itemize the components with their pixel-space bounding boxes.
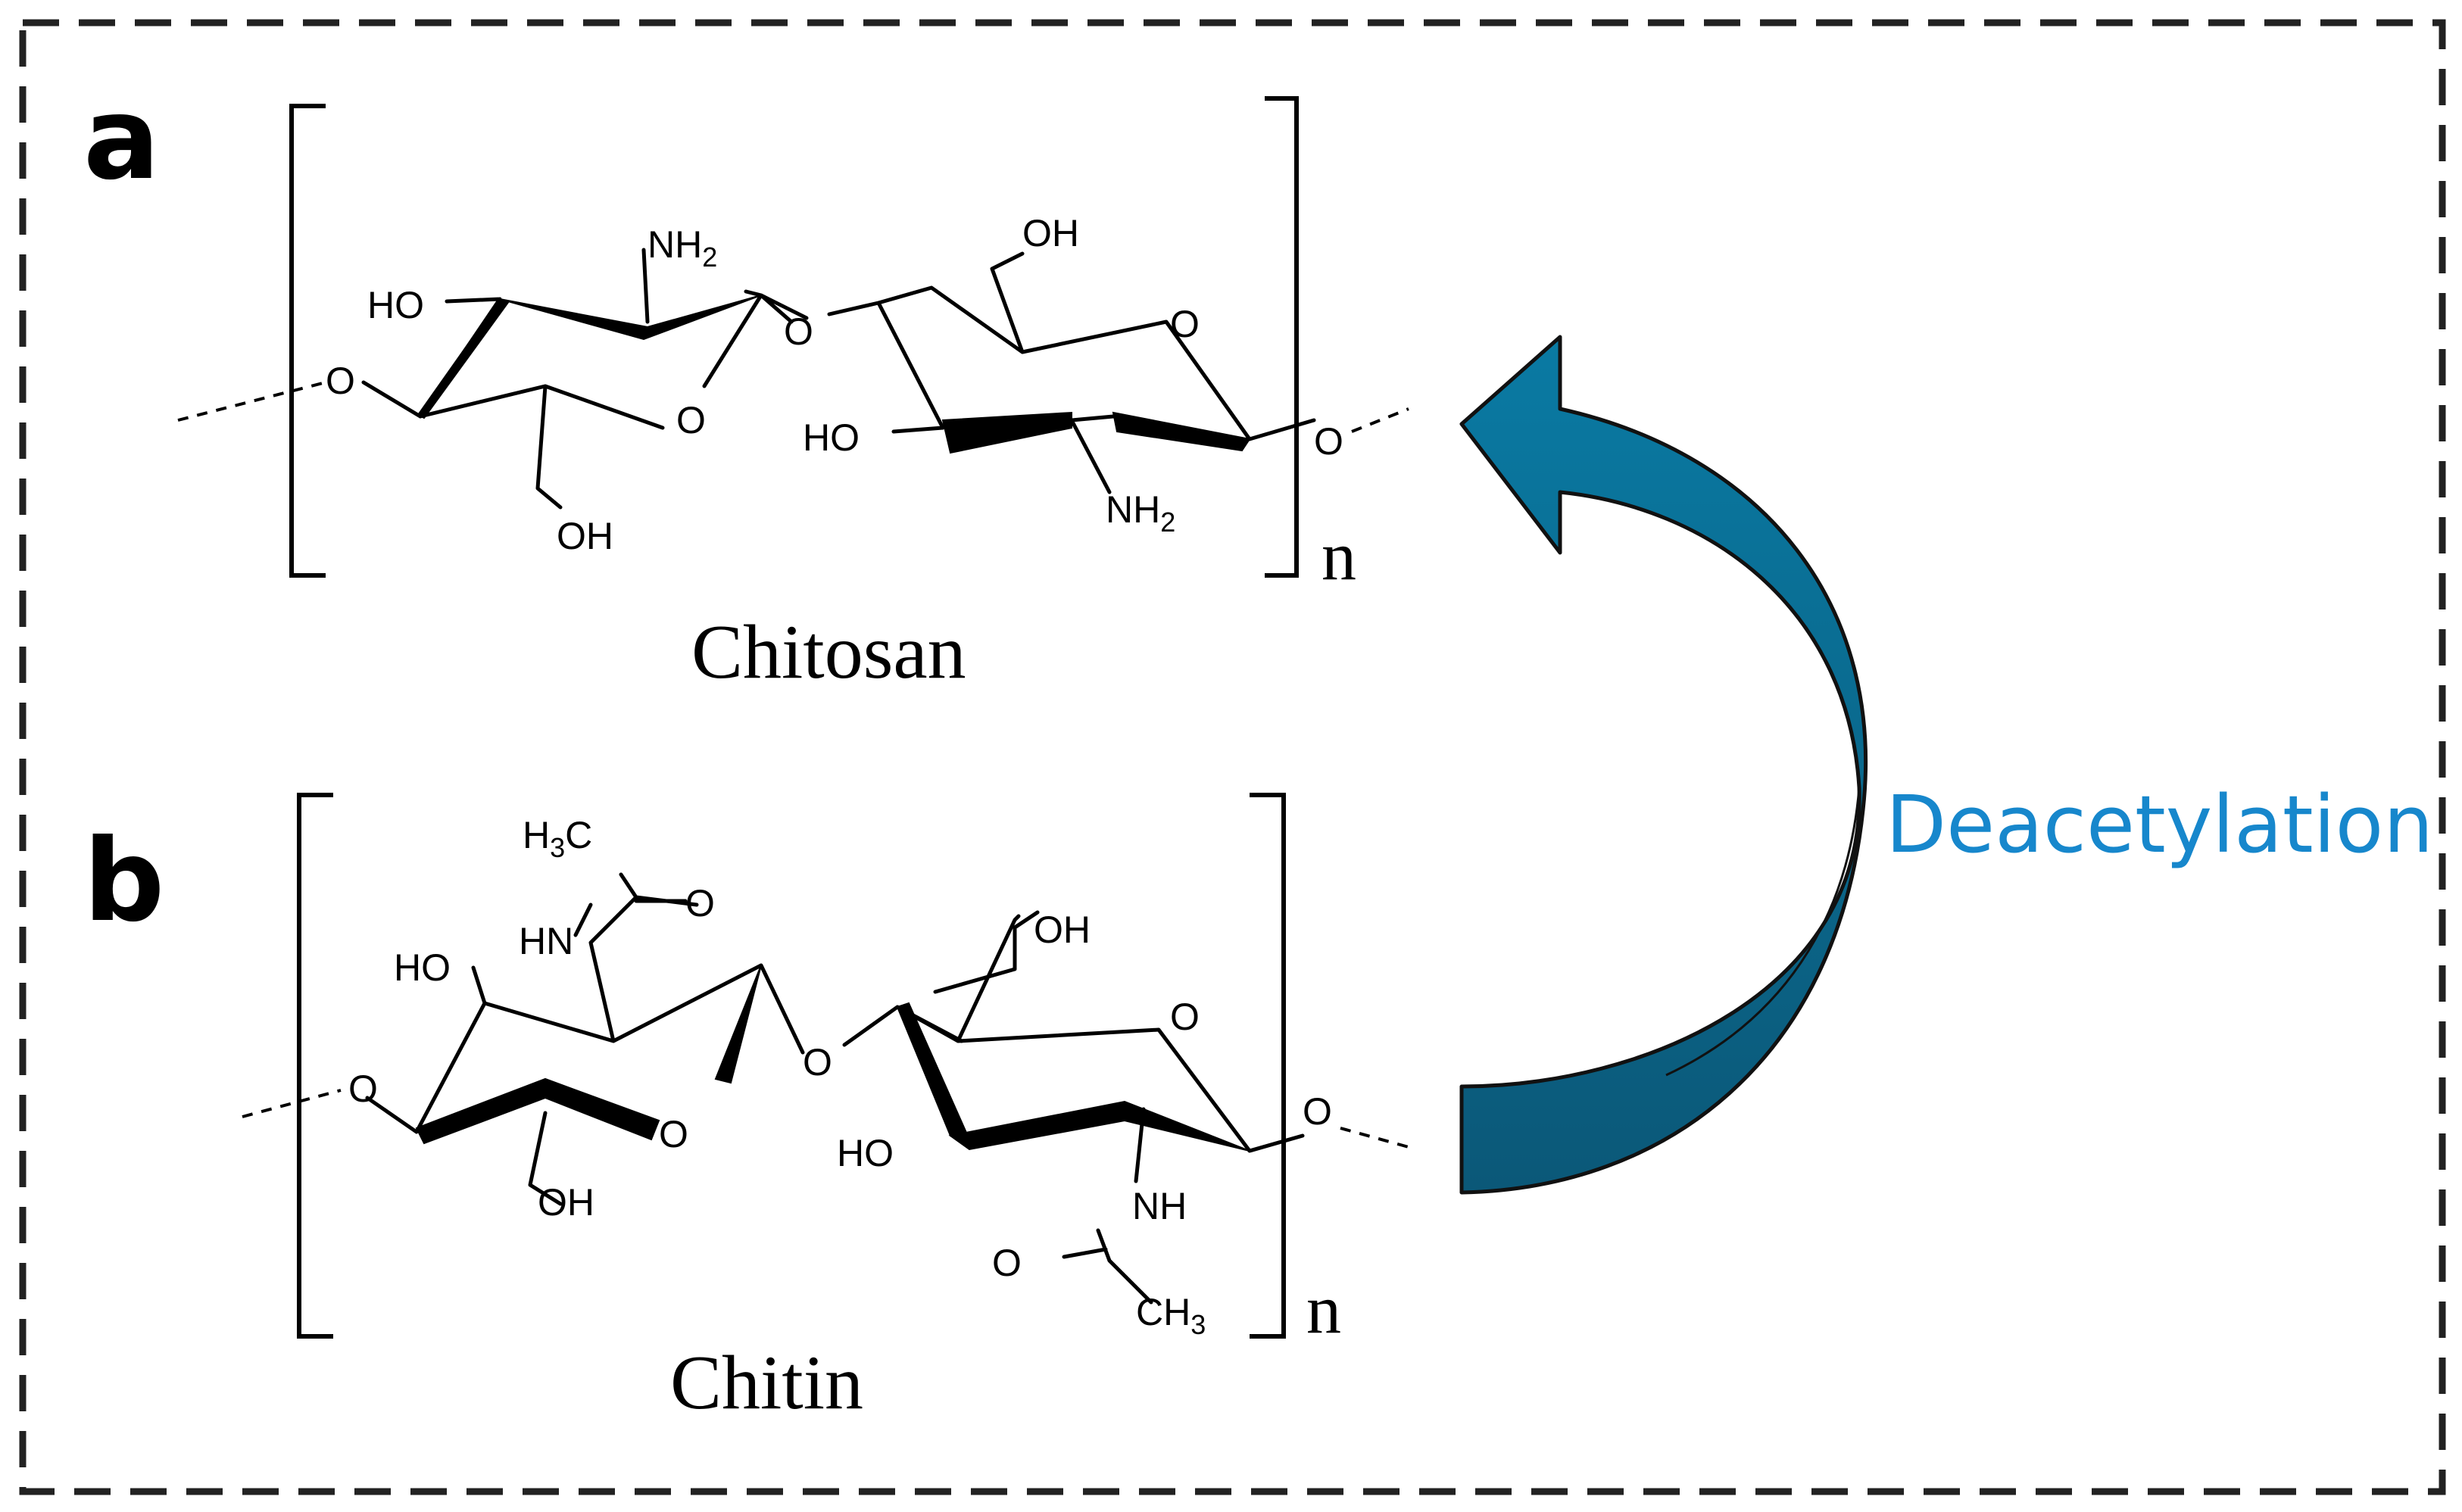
atom-o-carbonyl-top: O xyxy=(685,882,715,924)
chain-end-right-b xyxy=(1340,1127,1409,1149)
repeat-unit-n-b: n xyxy=(1306,1270,1341,1348)
atom-oh-bottom-b: OH xyxy=(538,1181,594,1224)
atom-o-left-b: O xyxy=(348,1068,378,1110)
caption-chitosan: Chitosan xyxy=(691,609,966,695)
atom-ho: HO xyxy=(367,284,424,326)
ring-1-wedge-bottom xyxy=(499,295,762,341)
repeat-unit-n-a: n xyxy=(1321,517,1356,594)
deacetylation-label: Deacetylation xyxy=(1886,778,2433,871)
atom-nh2-bottom: NH2 xyxy=(1106,488,1175,538)
panel-label-b: b xyxy=(83,815,164,947)
bracket-left xyxy=(289,104,326,578)
dashed-frame xyxy=(19,19,2446,1495)
ring-2-wedge-left xyxy=(941,411,1072,454)
atom-oh-bottom: OH xyxy=(557,515,613,557)
ring-1-wedge-b xyxy=(415,1077,660,1145)
ring-2-wedge-left-b2 xyxy=(896,1002,971,1141)
atom-o-ring-1: O xyxy=(676,399,706,441)
atom-o-right: O xyxy=(1314,420,1343,463)
ring-1-wedge-right-b xyxy=(714,965,762,1084)
panel-label-a: a xyxy=(83,73,160,205)
atom-o-ring-2: O xyxy=(1170,303,1200,345)
atom-hn: HN xyxy=(519,920,573,962)
atom-ch3: CH3 xyxy=(1136,1291,1206,1340)
ring-2-wedge-right xyxy=(1112,411,1251,452)
caption-chitin: Chitin xyxy=(670,1340,863,1426)
atom-nh2: NH2 xyxy=(647,223,717,273)
atom-o-glycosidic: O xyxy=(784,310,813,353)
arrow-inner-edge xyxy=(1665,787,1861,1077)
bracket-left-b xyxy=(297,793,333,1339)
chain-end-right xyxy=(1351,407,1409,433)
curved-arrow-body xyxy=(1459,335,1868,1195)
bracket-right-b xyxy=(1250,793,1286,1339)
ring-1-bonds-b xyxy=(365,872,805,1206)
atom-nh: NH xyxy=(1132,1185,1187,1227)
atom-o-ring-1-b: O xyxy=(659,1113,688,1155)
atom-ho-b2: HO xyxy=(837,1132,894,1174)
ring-2-bonds-b2 xyxy=(842,910,1305,1305)
deacetylation-arrow xyxy=(1459,335,1868,1195)
atom-o-glycosidic-b: O xyxy=(803,1041,832,1083)
chain-end-left-b xyxy=(242,1089,342,1118)
atom-o-ring-2-b: O xyxy=(1170,996,1200,1038)
atom-o-left: O xyxy=(326,360,355,402)
atom-h3c: H3C xyxy=(523,814,592,863)
ring-2-wedge-right-b2 xyxy=(948,1100,1250,1152)
bracket-right xyxy=(1265,96,1299,578)
atom-ho-ring-2: HO xyxy=(803,416,860,459)
atom-ho-b1: HO xyxy=(394,946,451,989)
atom-oh-top-b: OH xyxy=(1034,909,1091,951)
ring-2-bonds xyxy=(827,251,1316,441)
atom-oh-top: OH xyxy=(1022,212,1079,254)
chitosan-structure: HO NH2 O OH O O O HO O NH2 OH n Chitosan xyxy=(177,96,1409,695)
atom-o-carbonyl-bottom: O xyxy=(992,1242,1022,1284)
ring-2-bonds-b xyxy=(1069,414,1116,494)
chitin-structure: H3C O HN HO OH O O O O O HO OH NH O CH3 … xyxy=(242,793,1409,1426)
atom-o-right-b: O xyxy=(1303,1090,1332,1133)
ring-1-bonds xyxy=(361,248,809,510)
chain-end-left xyxy=(177,381,326,422)
